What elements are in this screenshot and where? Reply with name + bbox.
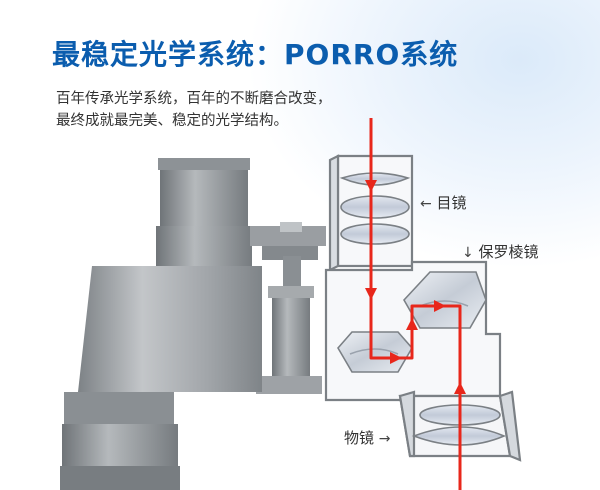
eyepiece-label: ← 目镜 <box>420 192 467 213</box>
eyepiece-lenses <box>339 172 411 245</box>
arrow-head-4 <box>406 318 418 330</box>
objective-ring <box>64 392 174 424</box>
eyepiece-barrel <box>160 170 248 226</box>
arrow-right-icon: → <box>378 431 391 447</box>
arrow-left-icon: ← <box>420 196 432 212</box>
page-title: 最稳定光学系统：PORRO系统 <box>52 38 459 71</box>
light-path-arrows <box>365 180 466 394</box>
arrow-head-6 <box>454 382 466 394</box>
focus-post <box>283 256 301 286</box>
eyepiece-label-text: 目镜 <box>436 194 467 212</box>
objective-label: 物镜 → <box>344 427 391 448</box>
subtitle-line-2: 最终成就最完美、稳定的光学结构。 <box>56 113 288 129</box>
arrow-head-5 <box>434 300 446 312</box>
hinge-top <box>268 286 314 298</box>
subtitle-line-1: 百年传承光学系统，百年的不断磨合改变， <box>56 91 332 107</box>
hinge-cylinder <box>272 298 310 376</box>
objective-label-text: 物镜 <box>344 429 375 447</box>
binocular-body <box>60 158 326 490</box>
bridge-lower <box>262 246 318 260</box>
hinge-base <box>256 376 322 394</box>
objective-barrel <box>62 424 178 466</box>
objective-end <box>60 466 180 490</box>
main-body <box>78 266 262 392</box>
light-path <box>369 118 462 490</box>
eyecup-top <box>158 158 250 170</box>
bridge-top <box>250 226 326 246</box>
arrow-head-1 <box>365 180 377 192</box>
arrow-head-3 <box>390 352 402 364</box>
subtitle: 百年传承光学系统，百年的不断磨合改变， 最终成就最完美、稳定的光学结构。 <box>56 88 332 132</box>
bridge-cap <box>280 222 302 232</box>
arrow-head-2 <box>365 288 377 300</box>
prism-label-text: 保罗棱镜 <box>478 243 539 261</box>
arrow-down-icon: ↓ <box>462 245 474 261</box>
eyepiece-barrel-lower <box>156 226 252 266</box>
prism-label: ↓ 保罗棱镜 <box>462 241 539 262</box>
